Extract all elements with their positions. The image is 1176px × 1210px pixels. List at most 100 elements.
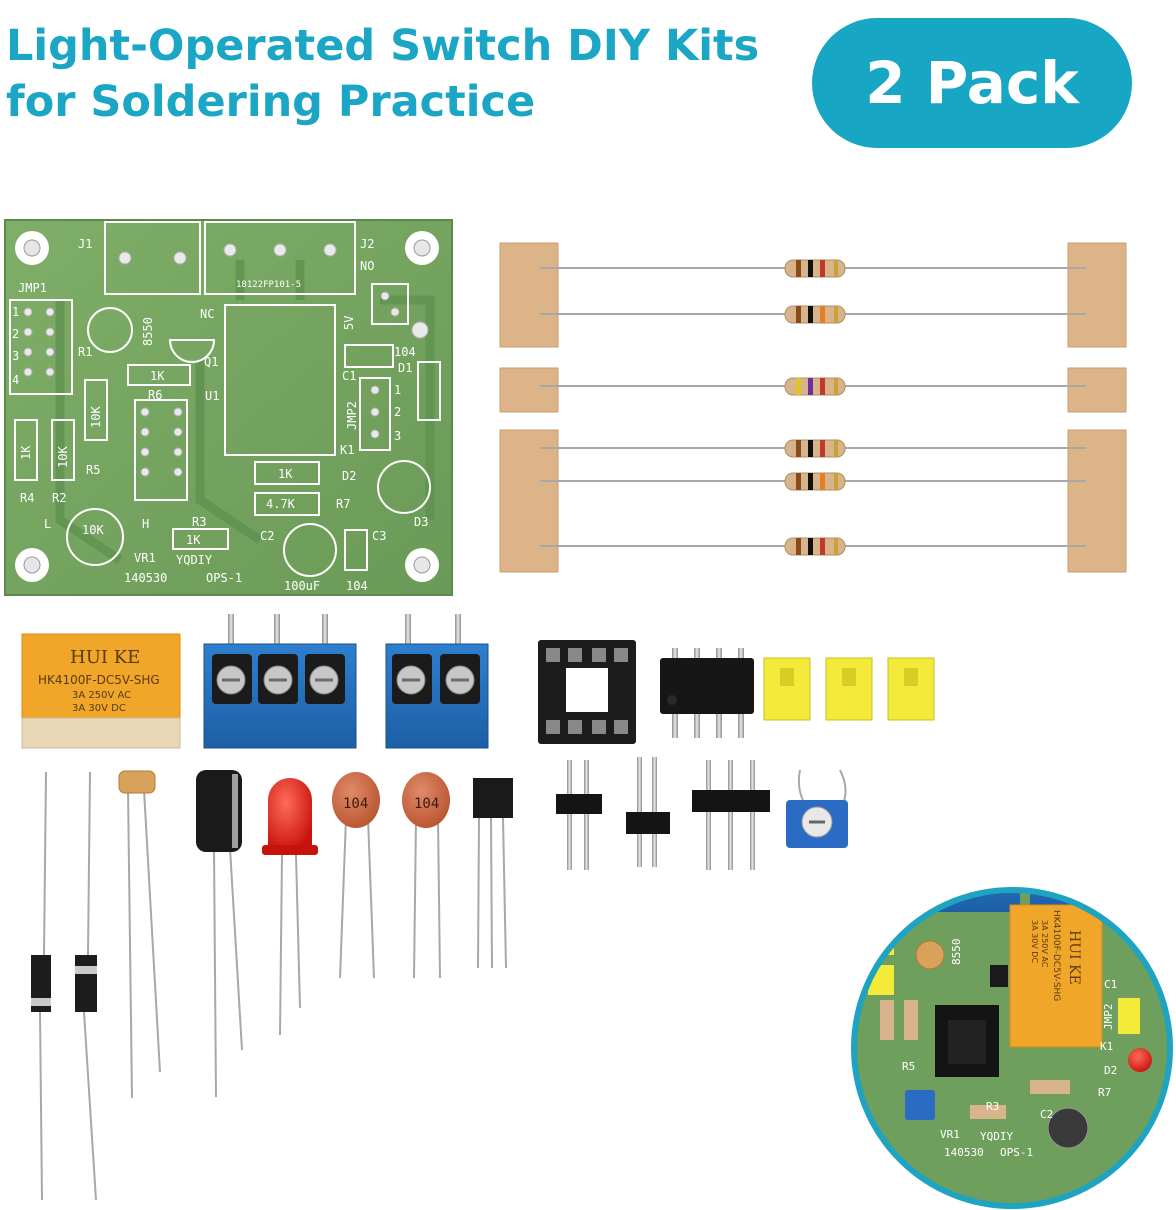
- transistor: [473, 778, 513, 969]
- pcb-label-jmp1: JMP1: [18, 281, 47, 295]
- ceramic-cap-label-b: 104: [414, 796, 439, 812]
- mounting-hole: [15, 548, 49, 582]
- jumper-cap: [887, 657, 935, 721]
- pcb-label-r2-value: 10K: [56, 446, 70, 468]
- tape-left-top: [499, 242, 559, 348]
- title-line-1: Light-Operated Switch DIY Kits: [6, 21, 760, 71]
- diode: [31, 771, 51, 1201]
- pcb-label-vr-value: 10K: [82, 523, 104, 537]
- pcb-label-brand: YQDIY: [176, 553, 213, 567]
- pcb-label-c3-value: 104: [346, 579, 368, 593]
- pcb-label-code: 140530: [124, 571, 167, 585]
- inset-label-c1: C1: [1104, 978, 1117, 991]
- pin-header-2: [556, 760, 602, 870]
- tape-right-bottom: [1067, 429, 1127, 573]
- tape-right-mid: [1067, 367, 1127, 413]
- inset-label-r7: R7: [1098, 1086, 1111, 1099]
- pcb-label-c2: C2: [260, 529, 274, 543]
- jmp1-pin-2: 2: [12, 327, 19, 341]
- pcb-label-q1: Q1: [204, 355, 218, 369]
- resistor: [784, 305, 846, 324]
- pcb-label-r2: R2: [52, 491, 66, 505]
- pcb-label-d1: D1: [398, 361, 412, 375]
- pcb-label-r4: R4: [20, 491, 34, 505]
- resistor: [784, 537, 846, 556]
- mounting-hole: [15, 231, 49, 265]
- pcb-label-c1: C1: [342, 369, 356, 383]
- inset-label-model: OPS-1: [1000, 1146, 1033, 1159]
- inset-label-code: 140530: [944, 1146, 984, 1159]
- tape-left-mid: [499, 367, 559, 413]
- inset-relay-rating-2: 3A 30V DC: [1030, 920, 1039, 963]
- pcb-board: J1 J2 NO NC JMP1 R1 8550 Q1 R6 1K U1 5V …: [4, 219, 453, 596]
- inset-relay-brand: HUI KE: [1066, 930, 1082, 985]
- pcb-label-nc: NC: [200, 307, 214, 321]
- pcb-label-u1: U1: [205, 389, 219, 403]
- inset-label-jmp2: JMP2: [1102, 1004, 1115, 1031]
- resistor-strips: [499, 242, 1127, 573]
- inset-label-vr1: VR1: [940, 1128, 960, 1141]
- pcb-label-j2: J2: [360, 237, 374, 251]
- relay-rating-2: 3A 30V DC: [72, 703, 126, 714]
- mounting-hole: [405, 231, 439, 265]
- pin-header-2: [626, 757, 670, 867]
- ic-chip: [660, 648, 754, 738]
- pcb-label-vr1: VR1: [134, 551, 156, 565]
- jumper-cap: [825, 657, 873, 721]
- jmp1-pin-4: 4: [12, 373, 19, 387]
- pcb-label-d3: D3: [414, 515, 428, 529]
- jmp2-pin-1: 1: [394, 383, 401, 397]
- pcb-label-r5: R5: [86, 463, 100, 477]
- photoresistor: [118, 770, 161, 1099]
- pcb-label-j1: J1: [78, 237, 92, 251]
- pcb-label-5v: 5V: [342, 316, 356, 330]
- pcb-label-relay-code: 18122FP101-5: [236, 280, 301, 290]
- resistor: [784, 377, 846, 396]
- pcb-label-model: OPS-1: [206, 571, 242, 585]
- jumper-cap: [763, 657, 811, 721]
- pcb-label-jmp2: JMP2: [345, 401, 359, 430]
- pcb-label-q1-part: 8550: [141, 317, 155, 346]
- pack-badge: 2 Pack: [812, 18, 1132, 148]
- pcb-label-r7: R7: [336, 497, 350, 511]
- pcb-label-c1-value: 104: [394, 345, 416, 359]
- pcb-label-r6-value: 1K: [150, 369, 165, 383]
- pcb-label-high: H: [142, 517, 149, 531]
- assembled-board-inset: HUI KE HK4100F-DC5V-SHG 3A 250V AC 3A 30…: [851, 887, 1173, 1209]
- relay-brand: HUI KE: [70, 647, 140, 668]
- ceramic-capacitor: 104: [402, 772, 450, 979]
- ic-socket: [538, 640, 636, 744]
- tape-right-top: [1067, 242, 1127, 348]
- pcb-label-r6: R6: [148, 388, 162, 402]
- electrolytic-capacitor: [196, 770, 243, 1098]
- inset-label-r3: R3: [986, 1100, 999, 1113]
- jmp1-pin-1: 1: [12, 305, 19, 319]
- relay-rating-1: 3A 250V AC: [72, 690, 131, 701]
- diode: [75, 771, 97, 1201]
- pin-header-3: [692, 760, 770, 870]
- pcb-label-c2-value: 100uF: [284, 579, 320, 593]
- inset-label-k1: K1: [1100, 1040, 1113, 1053]
- inset-label-d2: D2: [1104, 1064, 1117, 1077]
- inset-label-brand: YQDIY: [980, 1130, 1013, 1143]
- terminal-block-3pin: [203, 614, 357, 749]
- pcb-label-c3: C3: [372, 529, 386, 543]
- pcb-label-low: L: [44, 517, 51, 531]
- ceramic-capacitor: 104: [332, 772, 380, 979]
- red-led: [262, 778, 318, 1036]
- inset-label-r5: R5: [902, 1060, 915, 1073]
- product-title: Light-Operated Switch DIY Kits for Solde…: [6, 18, 806, 130]
- jmp2-pin-2: 2: [394, 405, 401, 419]
- pcb-label-r1: R1: [78, 345, 92, 359]
- pcb-label-no: NO: [360, 259, 374, 273]
- inset-relay-model: HK4100F-DC5V-SHG: [1051, 910, 1061, 1001]
- pcb-label-r4-value: 1K: [19, 445, 33, 460]
- tape-left-bottom: [499, 429, 559, 573]
- terminal-block-2pin: [385, 614, 489, 749]
- pcb-label-d2-value: 1K: [278, 467, 293, 481]
- title-line-2: for Soldering Practice: [6, 77, 536, 127]
- jmp1-pin-3: 3: [12, 349, 19, 363]
- resistor: [784, 439, 846, 458]
- trimmer-potentiometer: [786, 769, 848, 848]
